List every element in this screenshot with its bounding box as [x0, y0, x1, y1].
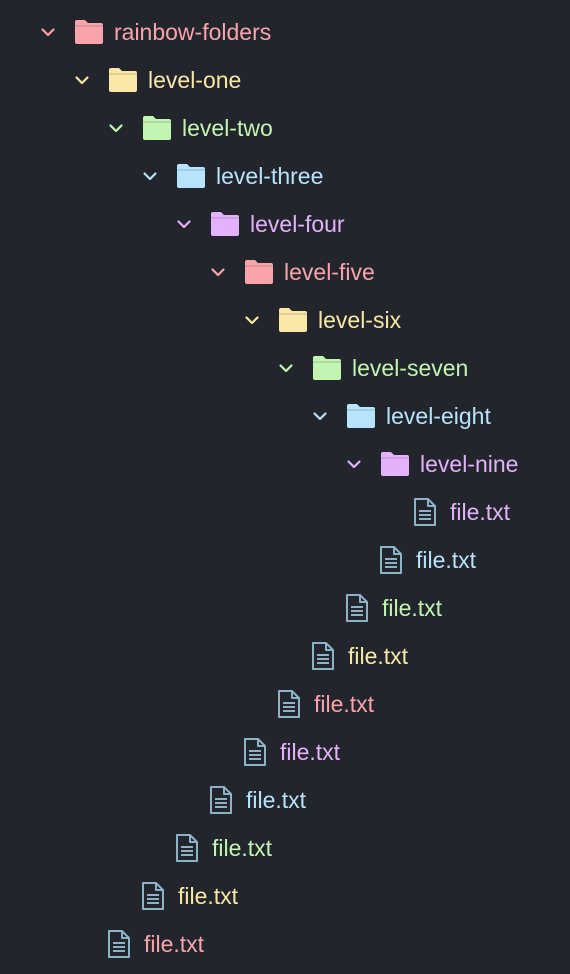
- chevron-down-icon[interactable]: [346, 456, 362, 472]
- tree-folder-rainbow-folders[interactable]: rainbow-folders: [0, 8, 570, 56]
- tree-file[interactable]: file.txt: [0, 680, 570, 728]
- tree-folder-level-one[interactable]: level-one: [0, 56, 570, 104]
- folder-icon: [346, 403, 376, 429]
- tree-item-label: level-nine: [420, 451, 519, 477]
- folder-icon: [74, 19, 104, 45]
- tree-item-label: level-two: [182, 115, 273, 141]
- tree-item-label: level-four: [250, 211, 345, 237]
- tree-item-label: level-three: [216, 163, 324, 189]
- text-file-icon: [208, 785, 234, 815]
- folder-icon: [278, 307, 308, 333]
- folder-icon: [312, 355, 342, 381]
- text-file-icon: [344, 593, 370, 623]
- text-file-icon: [140, 881, 166, 911]
- chevron-down-icon[interactable]: [40, 24, 56, 40]
- chevron-down-icon[interactable]: [278, 360, 294, 376]
- text-file-icon: [174, 833, 200, 863]
- tree-file[interactable]: file.txt: [0, 824, 570, 872]
- folder-icon: [380, 451, 410, 477]
- tree-file[interactable]: file.txt: [0, 728, 570, 776]
- tree-folder-level-nine[interactable]: level-nine: [0, 440, 570, 488]
- tree-item-label: file.txt: [212, 835, 273, 861]
- chevron-down-icon[interactable]: [74, 72, 90, 88]
- text-file-icon: [378, 545, 404, 575]
- chevron-down-icon[interactable]: [108, 120, 124, 136]
- tree-item-label: level-eight: [386, 403, 491, 429]
- tree-item-label: file.txt: [450, 499, 511, 525]
- tree-item-label: file.txt: [280, 739, 341, 765]
- tree-folder-level-six[interactable]: level-six: [0, 296, 570, 344]
- tree-item-label: rainbow-folders: [114, 19, 272, 45]
- text-file-icon: [310, 641, 336, 671]
- folder-icon: [244, 259, 274, 285]
- folder-icon: [210, 211, 240, 237]
- tree-item-label: level-six: [318, 307, 402, 333]
- tree-file[interactable]: file.txt: [0, 536, 570, 584]
- tree-folder-level-four[interactable]: level-four: [0, 200, 570, 248]
- tree-item-label: level-one: [148, 67, 242, 93]
- chevron-down-icon[interactable]: [312, 408, 328, 424]
- tree-file[interactable]: file.txt: [0, 920, 570, 968]
- folder-icon: [176, 163, 206, 189]
- tree-item-label: level-five: [284, 259, 375, 285]
- tree-item-label: file.txt: [144, 931, 205, 957]
- text-file-icon: [276, 689, 302, 719]
- tree-file[interactable]: file.txt: [0, 488, 570, 536]
- tree-item-label: file.txt: [382, 595, 443, 621]
- text-file-icon: [242, 737, 268, 767]
- tree-file[interactable]: file.txt: [0, 584, 570, 632]
- folder-icon: [108, 67, 138, 93]
- chevron-down-icon[interactable]: [244, 312, 260, 328]
- tree-item-label: level-seven: [352, 355, 469, 381]
- tree-file[interactable]: file.txt: [0, 632, 570, 680]
- tree-file[interactable]: file.txt: [0, 776, 570, 824]
- tree-folder-level-eight[interactable]: level-eight: [0, 392, 570, 440]
- text-file-icon: [412, 497, 438, 527]
- tree-folder-level-three[interactable]: level-three: [0, 152, 570, 200]
- tree-item-label: file.txt: [348, 643, 409, 669]
- tree-folder-level-two[interactable]: level-two: [0, 104, 570, 152]
- folder-icon: [142, 115, 172, 141]
- tree-folder-level-five[interactable]: level-five: [0, 248, 570, 296]
- tree-item-label: file.txt: [246, 787, 307, 813]
- chevron-down-icon[interactable]: [142, 168, 158, 184]
- chevron-down-icon[interactable]: [176, 216, 192, 232]
- tree-folder-level-seven[interactable]: level-seven: [0, 344, 570, 392]
- tree-item-label: file.txt: [416, 547, 477, 573]
- tree-item-label: file.txt: [314, 691, 375, 717]
- tree-item-label: file.txt: [178, 883, 239, 909]
- text-file-icon: [106, 929, 132, 959]
- chevron-down-icon[interactable]: [210, 264, 226, 280]
- tree-file[interactable]: file.txt: [0, 872, 570, 920]
